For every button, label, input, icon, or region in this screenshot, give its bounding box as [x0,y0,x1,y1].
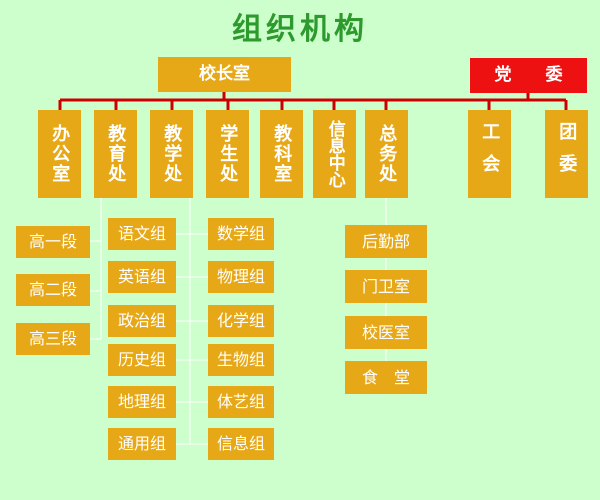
general-unit-box: 门卫室 [345,270,427,303]
general-unit-box: 校医室 [345,316,427,349]
dept-union: 工会 [468,110,511,198]
dept-teaching: 教学处 [150,110,193,198]
grade-box: 高一段 [16,226,90,258]
dept-student: 学生处 [206,110,249,198]
dept-office: 办公室 [38,110,81,198]
general-unit-box: 食 堂 [345,361,427,394]
subject-group-box: 语文组 [108,218,176,250]
subject-group-box: 生物组 [208,344,274,376]
dept-youth-league: 团委 [545,110,588,198]
party-committee-box: 党 委 [470,58,587,93]
grade-box: 高三段 [16,323,90,355]
subject-group-box: 体艺组 [208,386,274,418]
subject-group-box: 通用组 [108,428,176,460]
general-unit-box: 后勤部 [345,225,427,258]
subject-group-box: 化学组 [208,305,274,337]
subject-group-box: 数学组 [208,218,274,250]
subject-group-box: 物理组 [208,261,274,293]
dept-education: 教育处 [94,110,137,198]
subject-group-box: 英语组 [108,261,176,293]
grade-box: 高二段 [16,274,90,306]
dept-research: 教科室 [260,110,303,198]
subject-group-box: 地理组 [108,386,176,418]
principal-office-box: 校长室 [158,57,291,92]
page-title: 组织机构 [232,12,368,47]
subject-group-box: 历史组 [108,344,176,376]
subject-group-box: 信息组 [208,428,274,460]
subject-group-box: 政治组 [108,305,176,337]
dept-general-affairs: 总务处 [365,110,408,198]
dept-info-center: 信息中心 [313,110,356,198]
